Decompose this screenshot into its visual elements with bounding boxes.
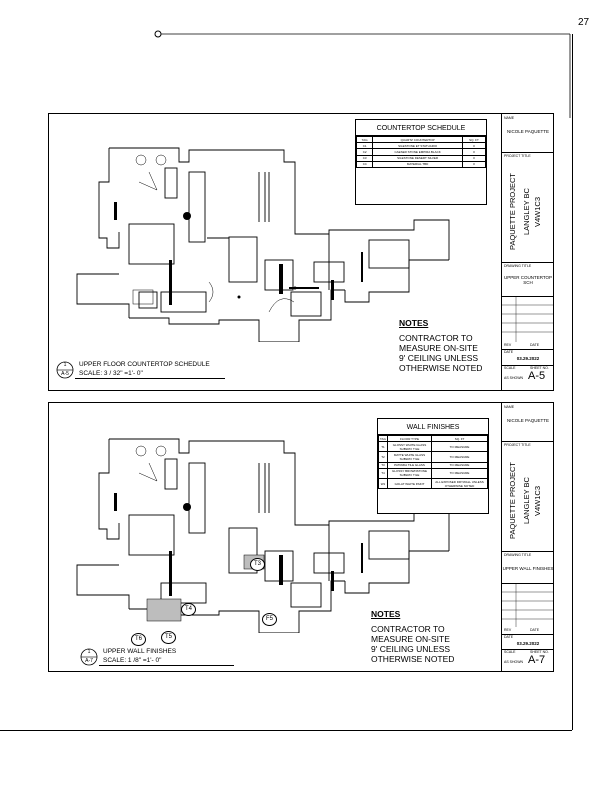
- drawing-scale: SCALE: 1 /8" =1'- 0": [103, 657, 162, 664]
- table-row: C4 MATERIAL TBD 0: [355, 160, 487, 168]
- table-row: T2 MATTE WHITE GLASS SUBWAY TILE TO MEAS…: [378, 451, 488, 463]
- page-number: 27: [578, 17, 590, 28]
- table-row: T4 GLOSSY BROWNSTONE SUBWAY TILE TO MEAS…: [378, 467, 488, 479]
- sheet-date: 03.29.2022: [516, 356, 540, 361]
- finish-tag-t4: T4: [181, 603, 196, 616]
- sheet-scale: AS SHOWN: [504, 660, 524, 664]
- schedule-title: WALL FINISHES: [378, 419, 488, 435]
- drawing-label: 1 A-7 UPPER WALL FINISHES SCALE: 1 /8" =…: [79, 647, 259, 669]
- sheet-a5: COUNTERTOP SCHEDULE TAG QUARTZ COUNTERTO…: [48, 113, 554, 391]
- name-label: NAME: [504, 405, 515, 409]
- drawing-title: UPPER WALL FINISHES: [103, 648, 177, 655]
- project-title: PAQUETTE PROJECT: [508, 173, 517, 250]
- sheet-drawing-title: UPPER COUNTERTOP SCH: [503, 275, 553, 285]
- floor-plan-drawing: [76, 147, 450, 342]
- drawing-number: 1: [87, 649, 91, 655]
- drawing-sheet-ref: A-7: [85, 658, 93, 664]
- revision-grid: [502, 296, 554, 342]
- schedule-header-floor-type: FLOOR TYPE: [386, 434, 433, 443]
- rev-date-label: DATE: [530, 343, 540, 347]
- drawing-number: 1: [63, 362, 67, 368]
- page-leader-line: [154, 30, 571, 118]
- notes-heading: NOTES: [399, 318, 429, 328]
- schedule-header-sqft: SQ. FT: [431, 434, 488, 443]
- notes-line: CONTRACTOR TO: [399, 333, 473, 343]
- title-block-divider: [502, 551, 554, 552]
- drawing-label-underline: [99, 665, 234, 666]
- title-block-divider: [502, 262, 554, 263]
- project-label: PROJECT TITLE: [504, 154, 531, 158]
- name-label: NAME: [504, 116, 515, 120]
- table-row: W1 GOLAT WHITE PAINT ALL EXPOSED DRYWALL…: [378, 477, 488, 490]
- title-block-divider: [502, 296, 554, 297]
- sheet-number: A-7: [528, 654, 546, 666]
- date-label: DATE: [504, 350, 514, 354]
- title-block-divider: [502, 152, 554, 153]
- countertop-schedule: COUNTERTOP SCHEDULE TAG QUARTZ COUNTERTO…: [355, 119, 487, 205]
- drawing-scale: SCALE: 3 / 32" =1'- 0": [79, 370, 143, 377]
- margin-line: [572, 34, 573, 730]
- notes-line: 9' CEILING UNLESS: [399, 353, 479, 363]
- wall-finishes-schedule: WALL FINISHES TAG FLOOR TYPE SQ. FT T1 G…: [377, 418, 489, 514]
- table-row: T1 GLOSSY WHITE GLASS SUBWAY TILE TO MEA…: [378, 441, 488, 453]
- finish-tag-t3: T3: [250, 558, 265, 571]
- schedule-table: TAG FLOOR TYPE SQ. FT T1 GLOSSY WHITE GL…: [378, 434, 488, 490]
- drawing-label: 1 A-5 UPPER FLOOR COUNTERTOP SCHEDULE SC…: [55, 360, 235, 382]
- section-marker-icon: [80, 648, 98, 666]
- sheet-number: A-5: [528, 370, 546, 382]
- schedule-title: COUNTERTOP SCHEDULE: [356, 120, 486, 136]
- sheet-scale: AS SHOWN: [504, 376, 524, 380]
- bottom-margin-line: [0, 730, 572, 731]
- revision-grid: [502, 583, 554, 627]
- notes-line: MEASURE ON-SITE: [399, 343, 478, 353]
- notes-line: 9' CEILING UNLESS: [371, 644, 451, 654]
- sheet-no-label: SHEET NO.: [530, 650, 549, 654]
- designer-name: NICOLE PAQUETTE: [507, 129, 549, 134]
- project-location-line2: V4W1C3: [533, 485, 542, 516]
- project-label: PROJECT TITLE: [504, 443, 531, 447]
- drawing-title: UPPER FLOOR COUNTERTOP SCHEDULE: [79, 361, 210, 368]
- sheet-no-label: SHEET NO.: [530, 366, 549, 370]
- notes-block: NOTES CONTRACTOR TO MEASURE ON-SITE 9' C…: [399, 318, 519, 373]
- notes-block: NOTES CONTRACTOR TO MEASURE ON-SITE 9' C…: [371, 609, 491, 664]
- schedule-table: TAG QUARTZ COUNTERTOP SQ. FT C1 SILESTON…: [355, 135, 487, 168]
- project-title: PAQUETTE PROJECT: [508, 462, 517, 539]
- notes-line: OTHERWISE NOTED: [371, 654, 455, 664]
- title-block-divider: [502, 634, 554, 635]
- notes-line: OTHERWISE NOTED: [399, 363, 483, 373]
- title-block: NAME NICOLE PAQUETTE PROJECT TITLE PAQUE…: [501, 403, 554, 671]
- date-label: DATE: [504, 635, 514, 639]
- drawing-label-underline: [75, 378, 225, 379]
- title-block-divider: [502, 649, 554, 650]
- notes-line: MEASURE ON-SITE: [371, 634, 450, 644]
- project-location-line1: LANGLEY BC: [522, 477, 531, 524]
- section-marker-icon: [56, 361, 74, 379]
- designer-name: NICOLE PAQUETTE: [507, 418, 549, 423]
- title-block-divider: [502, 365, 554, 366]
- table-row: T3 PATRIZIA TILE GLASS TO MEASURE: [378, 461, 488, 469]
- title-block-divider: [502, 349, 554, 350]
- title-block-divider: [502, 441, 554, 442]
- project-location-line2: V4W1C3: [533, 196, 542, 227]
- sheet-drawing-title: UPPER WALL FINISHES: [502, 566, 554, 571]
- project-location-line1: LANGLEY BC: [522, 188, 531, 235]
- notes-line: CONTRACTOR TO: [371, 624, 445, 634]
- sheet-a7: T3 T4 F5 T6 T5 WALL FINISHES TAG FLOOR T…: [48, 402, 554, 672]
- sheet-date: 03.29.2022: [516, 641, 540, 646]
- drawing-title-label: DRAWING TITLE: [504, 264, 532, 268]
- scale-label: SCALE: [504, 650, 516, 654]
- drawing-title-label: DRAWING TITLE: [504, 553, 532, 557]
- drawing-sheet-ref: A-5: [61, 371, 69, 377]
- finish-tag-f5: F5: [262, 613, 277, 626]
- title-block-divider: [502, 583, 554, 584]
- scale-label: SCALE: [504, 366, 516, 370]
- finish-tag-t6: T6: [131, 633, 146, 646]
- notes-heading: NOTES: [371, 609, 401, 619]
- title-block: NAME NICOLE PAQUETTE PROJECT TITLE PAQUE…: [501, 114, 554, 390]
- rev-date-label: DATE: [530, 628, 540, 632]
- finish-tag-t5: T5: [161, 631, 176, 644]
- rev-label: REV: [504, 628, 512, 632]
- rev-label: REV: [504, 343, 512, 347]
